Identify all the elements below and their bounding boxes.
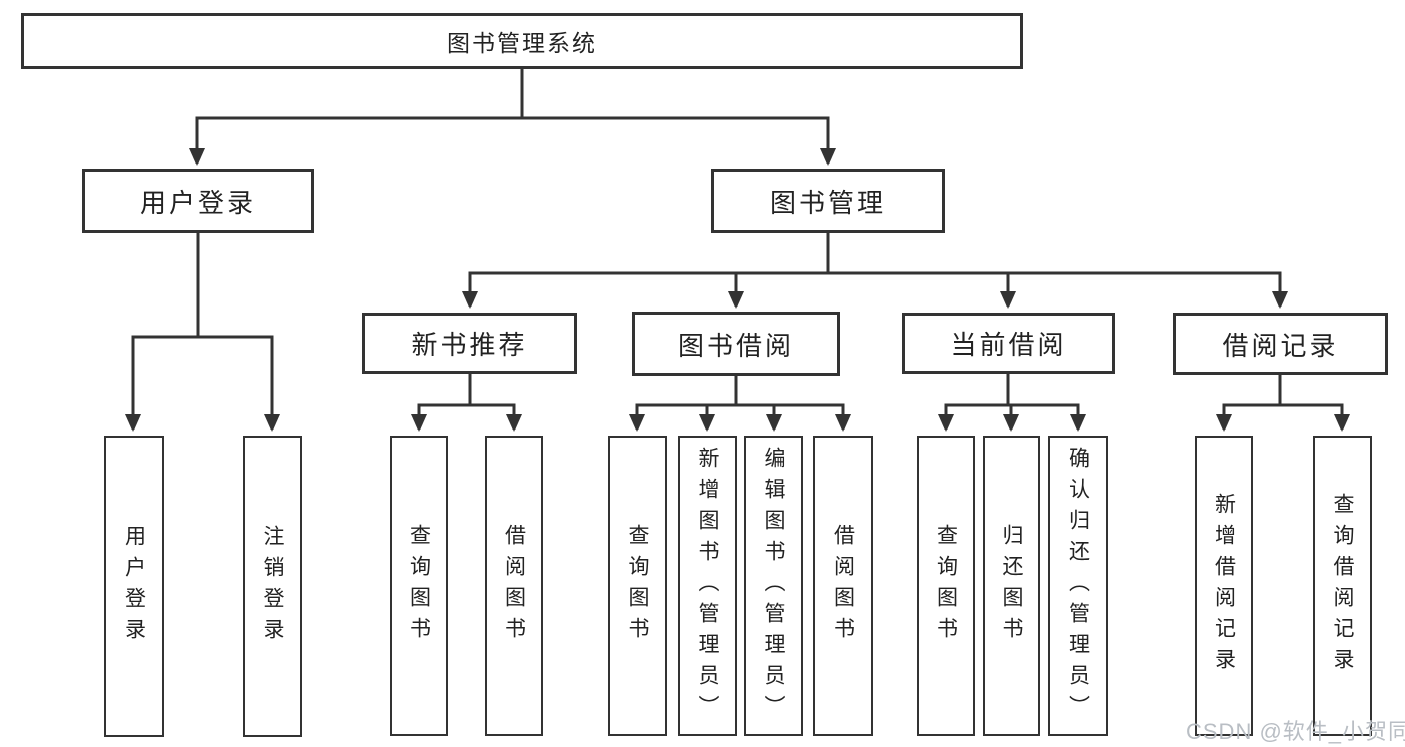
leaf-recommend-borrow-books: 借阅图书	[485, 436, 543, 736]
leaf-user-login: 用户登录	[104, 436, 164, 737]
node-label: 借阅记录	[1222, 330, 1339, 361]
node-label: 借阅图书	[831, 524, 855, 648]
node-label: 用户登录	[122, 524, 146, 649]
node-book-management: 图书管理	[711, 169, 945, 233]
node-label: 查询图书	[934, 524, 958, 648]
node-user-login: 用户登录	[82, 169, 314, 233]
node-label: 查询图书	[407, 524, 431, 648]
leaf-return-books: 归还图书	[983, 436, 1040, 736]
leaf-current-query-books: 查询图书	[917, 436, 975, 736]
leaf-add-books-admin: 新增图书（管理员）	[678, 436, 737, 736]
watermark: CSDN @软件_小贺同学	[1186, 719, 1405, 744]
node-label: 图书管理系统	[447, 30, 597, 56]
node-label: 借阅图书	[502, 524, 526, 648]
node-label: 归还图书	[1000, 524, 1023, 648]
leaf-add-borrow-record: 新增借阅记录	[1195, 436, 1253, 736]
leaf-logout: 注销登录	[243, 436, 302, 737]
node-label: 新增借阅记录	[1212, 493, 1236, 679]
node-label: 用户登录	[139, 187, 256, 218]
node-label: 图书借阅	[677, 330, 794, 361]
node-new-book-recommend: 新书推荐	[362, 313, 577, 374]
leaf-confirm-return-admin: 确认归还（管理员）	[1048, 436, 1108, 736]
node-current-borrowing: 当前借阅	[902, 313, 1115, 374]
leaf-borrow-query-books: 查询图书	[608, 436, 667, 736]
node-label: 查询借阅记录	[1331, 493, 1354, 679]
leaf-query-borrow-record: 查询借阅记录	[1313, 436, 1372, 736]
node-label: 注销登录	[261, 524, 284, 649]
node-label: 图书管理	[769, 187, 886, 218]
node-label: 新增图书（管理员）	[696, 446, 719, 726]
leaf-edit-books-admin: 编辑图书（管理员）	[744, 436, 803, 736]
node-library-management-system: 图书管理系统	[21, 13, 1023, 69]
node-label: 新书推荐	[411, 330, 528, 360]
leaf-borrow-books: 借阅图书	[813, 436, 873, 736]
node-label: 确认归还（管理员）	[1066, 446, 1090, 726]
node-borrowing-records: 借阅记录	[1173, 313, 1388, 375]
leaf-recommend-query-books: 查询图书	[390, 436, 448, 736]
node-label: 当前借阅	[950, 330, 1067, 360]
node-book-borrowing: 图书借阅	[632, 312, 840, 376]
node-label: 查询图书	[626, 524, 649, 648]
node-label: 编辑图书（管理员）	[762, 446, 785, 726]
